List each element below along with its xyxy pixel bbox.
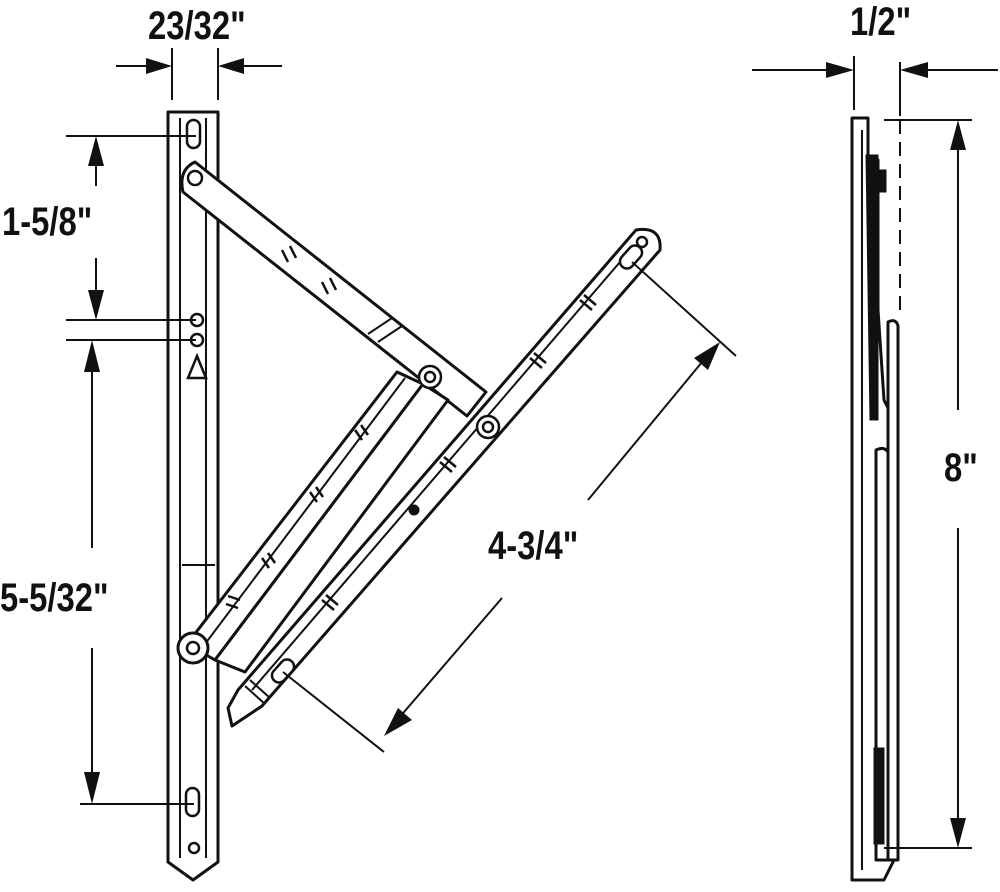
thickness-dimension [752,56,998,110]
end-hole [187,841,201,855]
overall-length-dimension [950,120,966,848]
arm-length-dimension [282,261,737,753]
arm-length-label: 4-3/4" [488,524,579,568]
thickness-label: 1/2" [850,0,912,44]
lower-spacing-label: 5-5/32" [0,576,109,620]
support-bar [185,364,450,674]
top-slot-hole [185,118,202,150]
triangle-hole [186,352,208,380]
lower-spacing-dimension [80,340,194,805]
side-profile-dark-strip [865,154,879,421]
width-label: 23/32" [148,4,246,48]
side-profile [850,62,972,882]
upper-spacing-dimension [66,135,196,341]
width-dimension [116,40,282,100]
overall-length-label: 8" [944,446,978,490]
bottom-slot-hole [184,786,201,818]
upper-spacing-label: 1-5/8" [2,200,93,244]
long-arm [226,227,662,728]
bottom-pivot [176,631,210,665]
hinge-track [166,110,220,882]
